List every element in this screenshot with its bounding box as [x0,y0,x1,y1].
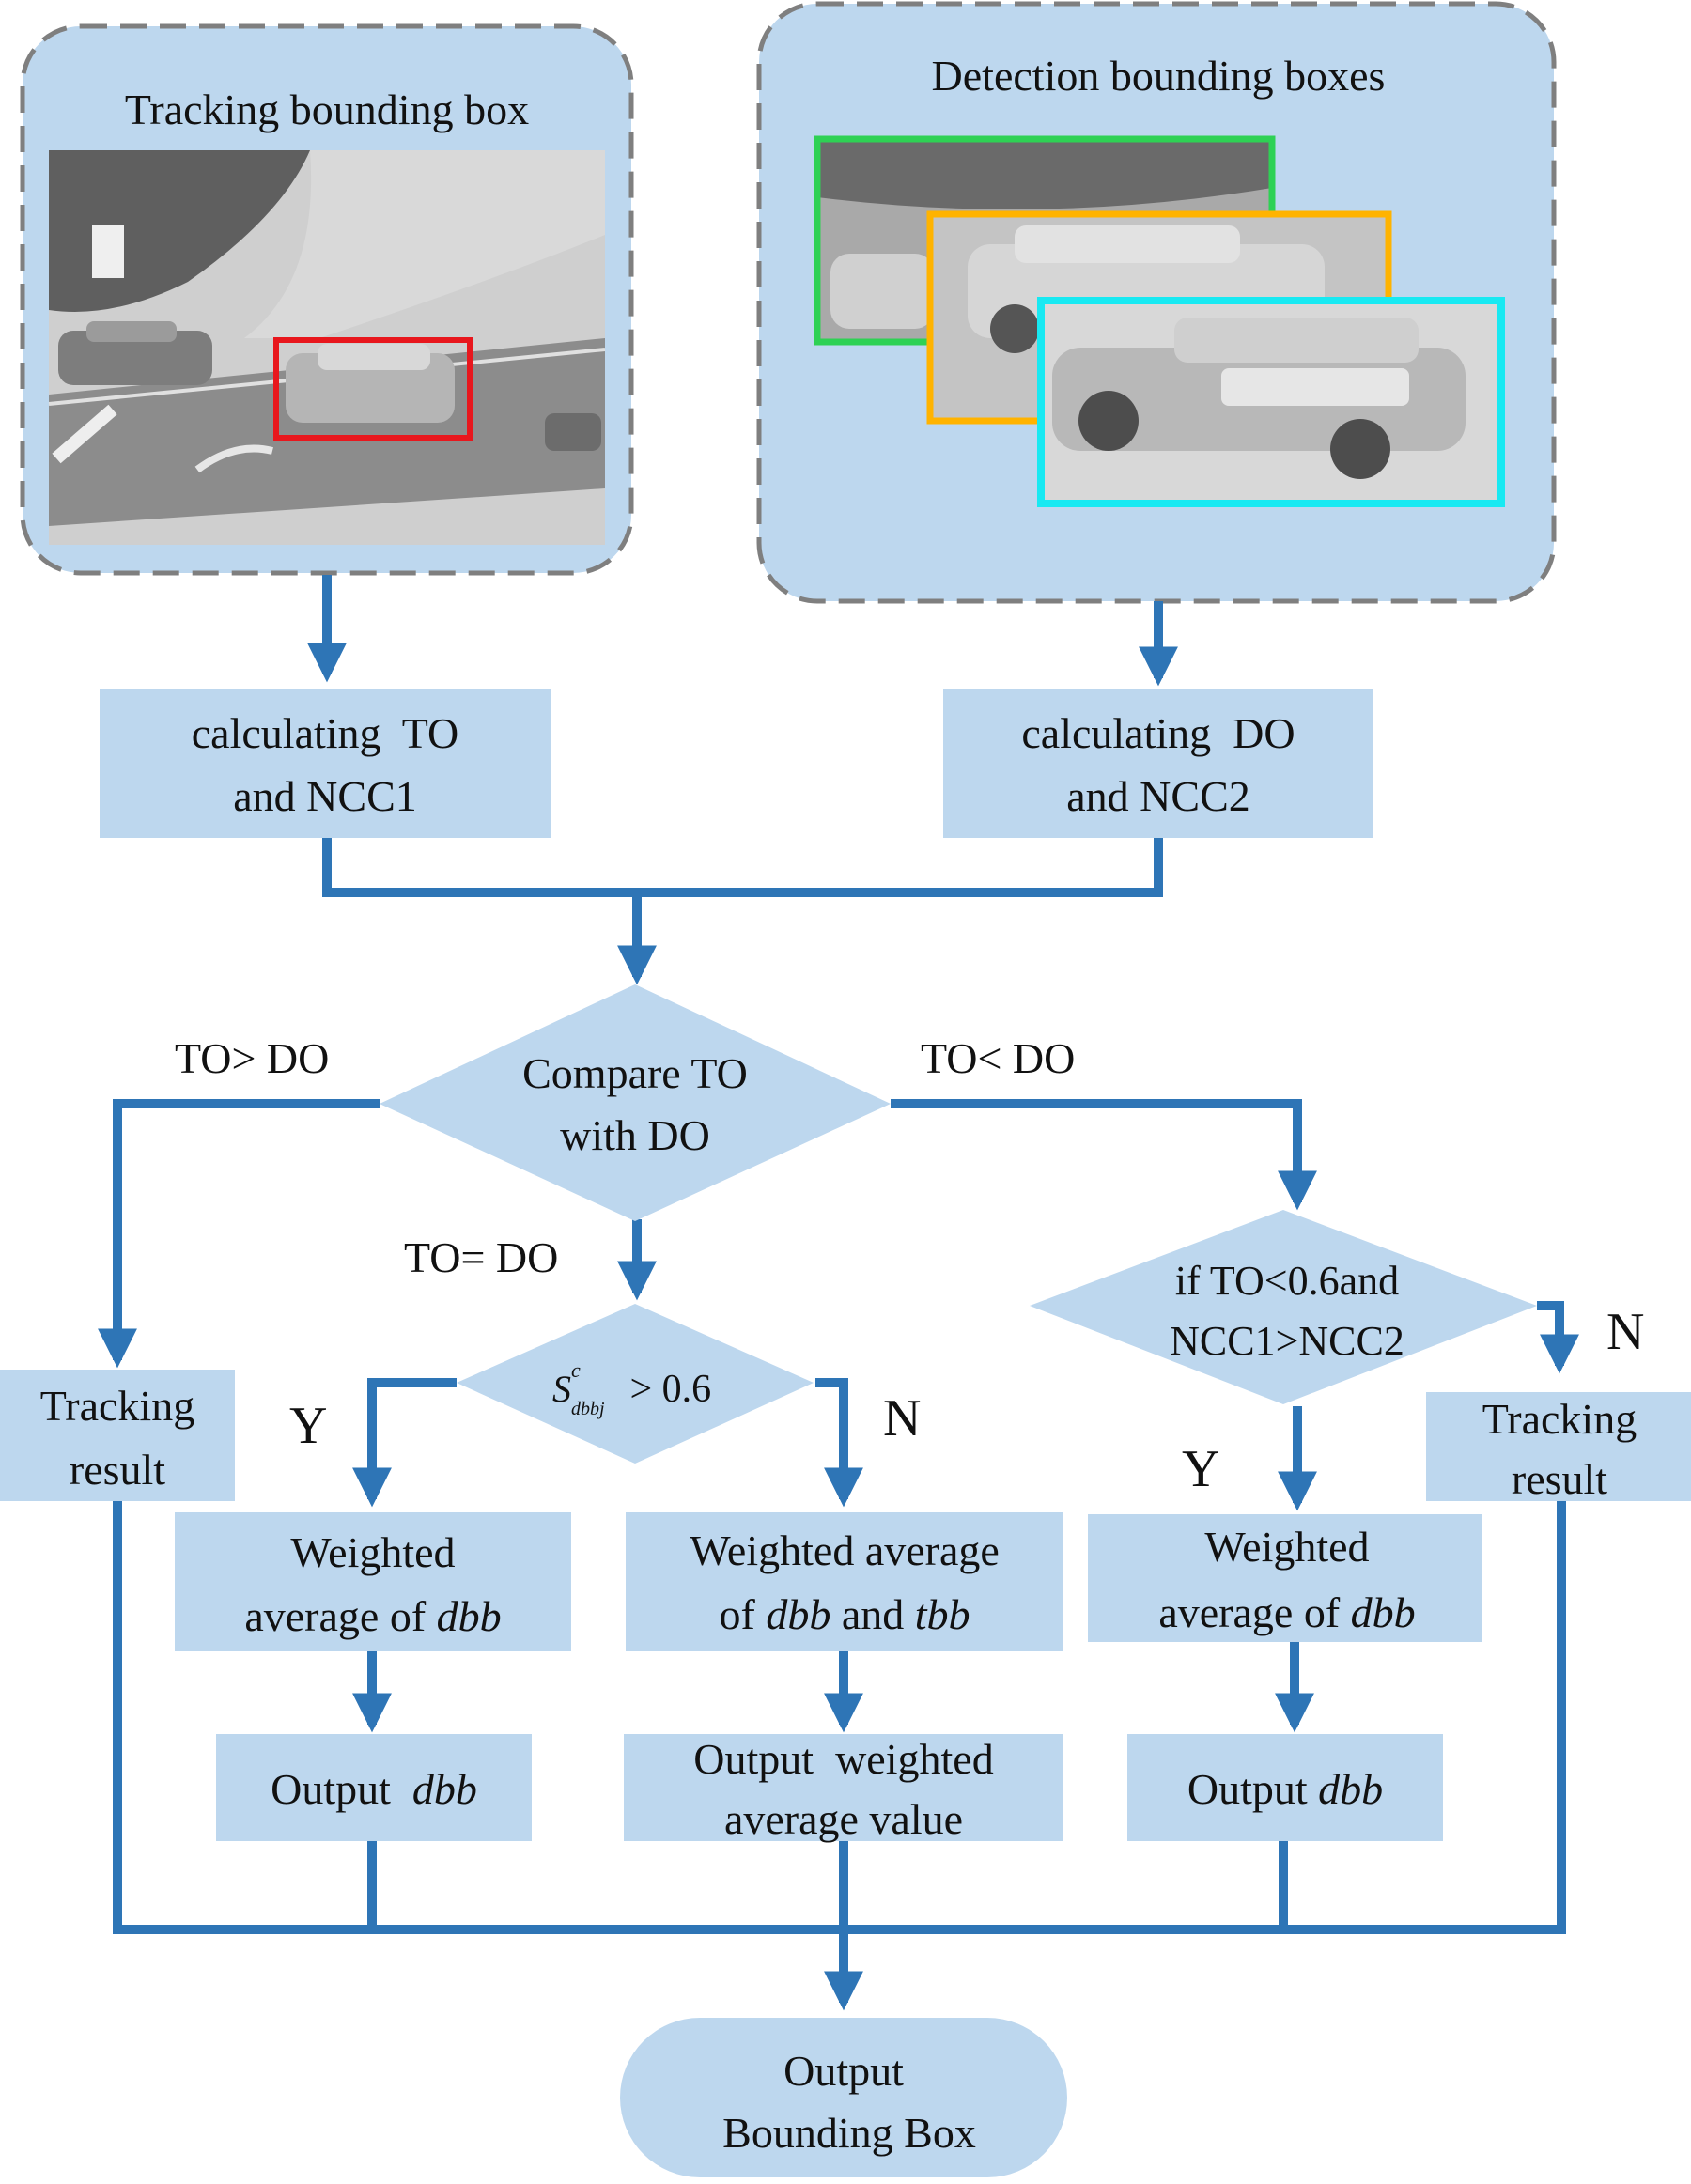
weighted-dbb-tbb-var2: tbb [915,1590,970,1638]
weighted-dbb-tbb-line-1: Weighted average [690,1526,1000,1574]
compare-diamond: Compare TO with DO [380,984,891,1221]
weighted-dbb-tbb-prefix: of [719,1590,766,1638]
output-weighted-line-1: Output weighted [693,1735,993,1783]
final-output-line-2: Bounding Box [722,2109,976,2157]
weighted-dbb-left-line-1: Weighted [290,1528,455,1576]
output-weighted-box: Output weighted average value [624,1734,1063,1843]
compare-line-1: Compare TO [522,1049,748,1097]
edge-label-to-eq-do: TO= DO [404,1233,558,1281]
weighted-dbb-right-line-1: Weighted [1204,1523,1369,1571]
weighted-dbb-tbb-var1: dbb [766,1590,830,1638]
output-dbb-right-var: dbb [1318,1765,1383,1813]
edge-label-n-mid: N [883,1389,921,1448]
sdbb-superscript: c [571,1358,581,1382]
tracking-result-right-line-1: Tracking [1482,1395,1637,1443]
tracking-result-left-line-2: result [70,1446,165,1494]
connector-merge-line [322,838,1163,897]
calc-to-line-1: calculating TO [192,709,458,757]
weighted-dbb-right-prefix: average of [1158,1588,1350,1636]
edge-label-y-left: Y [289,1397,327,1455]
weighted-dbb-left-box: Weighted average of dbb [175,1512,571,1651]
weighted-dbb-tbb-mid: and [830,1590,914,1638]
weighted-dbb-tbb-box: Weighted average of dbb and tbb [626,1512,1063,1651]
sdbb-diamond: S c dbbj > 0.6 [457,1304,814,1464]
edge-label-to-gt-do: TO> DO [175,1034,329,1082]
connector-if-no [1537,1301,1579,1374]
weighted-dbb-tbb-line-2: of dbb and tbb [719,1590,970,1638]
tracking-group-title: Tracking bounding box [125,85,529,133]
tracking-result-right-line-2: result [1512,1455,1607,1503]
weighted-dbb-left-var: dbb [437,1592,502,1640]
output-dbb-left-var: dbb [412,1765,477,1813]
output-dbb-right-text: Output dbb [1187,1765,1383,1813]
final-output-box: Output Bounding Box [620,2018,1067,2177]
connector-sdbb-no [815,1378,863,1508]
calc-to-box: calculating TO and NCC1 [100,689,551,838]
detection-group-title: Detection bounding boxes [932,52,1386,100]
if-diamond: if TO<0.6and NCC1>NCC2 [1030,1210,1537,1404]
output-dbb-left-box: Output dbb [216,1734,532,1841]
weighted-dbb-right-var: dbb [1351,1588,1416,1636]
edge-label-n-right: N [1606,1303,1644,1361]
weighted-dbb-right-line-2: average of dbb [1158,1588,1415,1636]
output-dbb-left-prefix: Output [271,1765,412,1813]
weighted-dbb-left-line-2: average of dbb [244,1592,501,1640]
calc-do-line-1: calculating DO [1021,709,1295,757]
connector-to-gt-do [98,1099,380,1369]
if-line-1: if TO<0.6and [1175,1258,1399,1304]
if-line-2: NCC1>NCC2 [1170,1318,1404,1364]
sdbb-subscript: dbbj [571,1399,605,1419]
output-weighted-line-2: average value [724,1795,963,1843]
weighted-dbb-right-box: Weighted average of dbb [1088,1514,1482,1642]
connectors [98,575,1579,2011]
weighted-dbb-left-prefix: average of [244,1592,436,1640]
compare-line-2: with DO [560,1111,710,1159]
tracking-result-right-box: Tracking result [1426,1392,1691,1503]
calc-to-line-2: and NCC1 [233,772,417,820]
output-dbb-right-box: Output dbb [1127,1734,1443,1841]
output-dbb-left-text: Output dbb [271,1765,477,1813]
edge-label-y-right: Y [1182,1440,1219,1498]
tracking-result-left-line-1: Tracking [40,1382,194,1430]
tracking-result-left-box: Tracking result [0,1370,235,1501]
connector-sdbb-yes [352,1378,457,1508]
detection-group: Detection bounding boxes [756,1,1557,604]
edge-label-to-lt-do: TO< DO [921,1034,1075,1082]
output-dbb-right-prefix: Output [1187,1765,1318,1813]
tracking-frame-image [48,150,606,545]
tracking-bounding-box [273,337,473,441]
calc-do-box: calculating DO and NCC2 [943,689,1373,838]
connector-to-lt-do [891,1099,1317,1211]
final-output-line-1: Output [783,2047,904,2095]
detection-box-cyan [1037,297,1505,507]
calc-do-line-2: and NCC2 [1066,772,1250,820]
sdbb-symbol: S [552,1368,571,1410]
sdbb-comparison: > 0.6 [620,1368,711,1411]
tracking-group: Tracking bounding box [20,23,634,576]
